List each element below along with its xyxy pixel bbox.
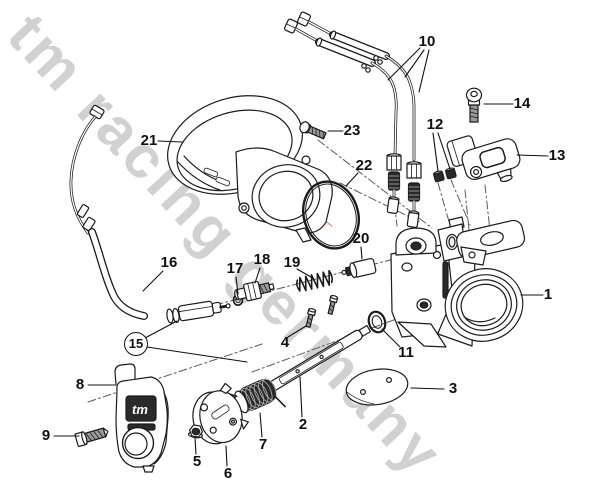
part-label-17: 17 bbox=[226, 260, 244, 277]
large-oring-drawing bbox=[302, 180, 360, 250]
bolt-14-drawing bbox=[465, 87, 483, 123]
return-spring-drawing bbox=[227, 378, 286, 414]
leader-line-10 bbox=[404, 49, 425, 78]
part-label-2: 2 bbox=[298, 416, 308, 433]
screw-23-drawing bbox=[299, 121, 327, 140]
part-label-14: 14 bbox=[513, 95, 531, 112]
nuts-12-drawing bbox=[432, 167, 457, 183]
part-label-12: 12 bbox=[426, 116, 444, 133]
part-label-20: 20 bbox=[352, 230, 370, 247]
leader-line-15 bbox=[144, 320, 178, 339]
leader-line-5 bbox=[194, 437, 197, 455]
leader-line-17 bbox=[235, 276, 239, 295]
leader-line-12 bbox=[432, 132, 439, 172]
part-label-21: 21 bbox=[140, 132, 158, 149]
leader-lines bbox=[53, 47, 549, 467]
leader-line-21 bbox=[157, 140, 183, 143]
sensor-13-drawing bbox=[446, 135, 521, 183]
part-label-16: 16 bbox=[160, 254, 178, 271]
leader-line-10 bbox=[387, 47, 421, 81]
leader-line-2 bbox=[299, 376, 303, 418]
butterfly-disc-drawing bbox=[345, 368, 409, 406]
part-label-11: 11 bbox=[398, 344, 414, 361]
leader-line-22 bbox=[345, 172, 359, 187]
part-label-5: 5 bbox=[192, 453, 202, 470]
leader-line-3 bbox=[410, 387, 445, 390]
part-label-1: 1 bbox=[543, 286, 553, 303]
leader-line-13 bbox=[516, 154, 549, 157]
screws-4-drawing bbox=[305, 294, 339, 328]
pulley-drawing bbox=[192, 382, 249, 445]
part-label-6: 6 bbox=[223, 465, 233, 482]
leader-line-18 bbox=[254, 267, 261, 284]
cover-8-drawing: tm bbox=[114, 363, 169, 473]
plug-drawing bbox=[341, 257, 377, 279]
part-label-13: 13 bbox=[548, 147, 566, 164]
leader-line-6 bbox=[225, 445, 228, 467]
part-label-9: 9 bbox=[41, 427, 51, 444]
cover-dome-drawing bbox=[166, 95, 333, 243]
leader-line-10 bbox=[418, 49, 430, 93]
seal-11-drawing bbox=[367, 310, 387, 334]
nut-5-drawing bbox=[187, 424, 204, 439]
leader-line-15 bbox=[146, 346, 248, 363]
choke-cable-drawing bbox=[69, 104, 231, 324]
idle-spring-drawing bbox=[296, 270, 333, 292]
part-label-23: 23 bbox=[343, 122, 361, 139]
part-label-7: 7 bbox=[258, 436, 268, 453]
adjuster-fitting-drawing bbox=[234, 280, 275, 302]
part-label-3: 3 bbox=[448, 380, 458, 397]
part-label-10: 10 bbox=[418, 33, 436, 50]
leader-line-20 bbox=[360, 246, 363, 260]
bolt-9-drawing bbox=[74, 427, 109, 448]
leader-line-7 bbox=[259, 412, 263, 438]
leader-line-19 bbox=[296, 268, 312, 278]
part-label-19: 19 bbox=[283, 254, 301, 271]
throttle-cables-drawing bbox=[283, 11, 422, 228]
part-label-22: 22 bbox=[355, 157, 373, 174]
part-label-18: 18 bbox=[253, 251, 271, 268]
leader-line-16 bbox=[142, 270, 164, 292]
part-label-4: 4 bbox=[280, 334, 290, 351]
leader-line-4 bbox=[287, 325, 307, 338]
leader-line-11 bbox=[381, 328, 401, 348]
part-label-8: 8 bbox=[75, 376, 85, 393]
leader-line-12 bbox=[437, 132, 451, 170]
part-label-15: 15 bbox=[124, 332, 148, 356]
part8-logo-text: tm bbox=[132, 402, 148, 417]
throttle-body-drawing bbox=[390, 216, 526, 348]
